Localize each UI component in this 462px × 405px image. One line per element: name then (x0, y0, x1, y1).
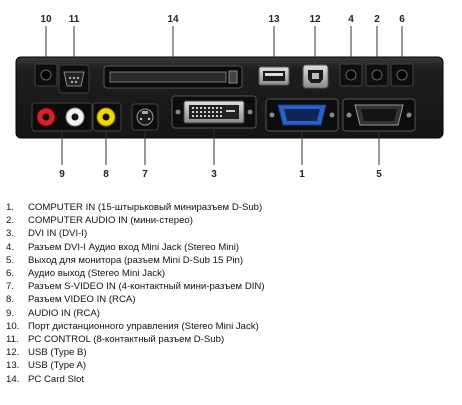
legend-text: USB (Type A) (28, 360, 87, 372)
callout-8: 8 (103, 169, 109, 180)
legend-number: 6. (6, 268, 15, 280)
legend-item: 9. AUDIO IN (RCA) (6, 307, 265, 320)
callout-3: 3 (211, 169, 217, 180)
usb-type-b-port (302, 64, 329, 89)
legend-number: 8. (6, 294, 15, 306)
callout-4: 4 (348, 14, 354, 25)
legend-text: Аудио выход (Stereo Mini Jack) (28, 268, 166, 280)
dvi-in-port (171, 95, 257, 129)
callout-10: 10 (40, 14, 52, 25)
legend-number: 3. (6, 228, 15, 240)
legend-number: 2. (6, 215, 15, 227)
callout-2: 2 (374, 14, 380, 25)
callout-lines (45, 26, 403, 165)
legend-item: 7. Разъем S-VIDEO IN (4-контактный мини-р… (6, 280, 265, 293)
legend-item: 11. PC CONTROL (8-контактный разъем D-Sub… (6, 333, 265, 346)
legend-text: PC CONTROL (8-контактный разъем D-Sub) (28, 334, 225, 346)
legend-number: 11. (6, 334, 19, 346)
legend-number: 9. (6, 307, 15, 319)
legend-item: 10. Порт дистанционного управления (Stere… (6, 320, 265, 333)
callout-5: 5 (376, 169, 382, 180)
legend-number: 14. (6, 373, 20, 385)
remote-jack-port (34, 63, 58, 87)
legend-number: 5. (6, 254, 15, 266)
legend-number: 12. (6, 347, 20, 359)
legend-text: AUDIO IN (RCA) (28, 307, 100, 319)
pc-control-port (58, 64, 90, 94)
callout-9: 9 (59, 169, 65, 180)
legend-item: 3. DVI IN (DVI-I) (6, 227, 265, 240)
legend-number: 10. (6, 320, 20, 332)
computer-audio-jack-port (365, 63, 389, 87)
dvi-audio-jack-port (339, 63, 363, 87)
callout-11: 11 (69, 14, 80, 25)
legend-item: 1. COMPUTER IN (15-штырьковый миниразъем … (6, 201, 265, 214)
usb-type-a-port (258, 66, 290, 86)
legend-item: 13. USB (Type A) (6, 359, 265, 372)
legend-item: 8. Разъем VIDEO IN (RCA) (6, 293, 265, 306)
legend-number: 13. (6, 360, 20, 372)
legend-item: 4. Разъем DVI-I Аудио вход Mini Jack (Ste… (6, 241, 265, 254)
s-video-port (131, 103, 159, 131)
legend-number: 4. (6, 241, 15, 253)
legend-item: 6. Аудио выход (Stereo Mini Jack) (6, 267, 265, 280)
callout-6: 6 (399, 14, 405, 25)
rca-audio-in-ports (31, 102, 93, 132)
audio-out-jack-port (390, 63, 414, 87)
monitor-out-vga-port (342, 98, 416, 132)
legend-text: PC Card Slot (28, 373, 84, 385)
legend-number: 7. (6, 281, 15, 293)
legend-number: 1. (6, 202, 15, 213)
legend-text: COMPUTER AUDIO IN (мини-стерео) (28, 215, 193, 227)
callout-1: 1 (299, 169, 305, 180)
callout-12: 12 (309, 14, 321, 25)
computer-in-vga-port (265, 98, 339, 132)
rca-video-in-port (92, 102, 122, 132)
legend-text: DVI IN (DVI-I) (28, 228, 88, 240)
legend-text: Разъем S-VIDEO IN (4-контактный мини-раз… (28, 281, 265, 293)
legend-text: Разъем DVI-I Аудио вход Mini Jack (Stere… (28, 241, 240, 253)
legend-text: COMPUTER IN (15-штырьковый миниразъем D-… (28, 202, 263, 213)
legend-item: 5. Выход для монитора (разъем Mini D-Sub … (6, 254, 265, 267)
legend-item: 12. USB (Type B) (6, 346, 265, 359)
connector-panel-diagram: 10 11 14 13 12 4 2 6 9 8 7 3 1 5 (15, 14, 444, 180)
callout-14: 14 (167, 14, 179, 25)
callout-13: 13 (268, 14, 280, 25)
legend-text: USB (Type B) (28, 347, 87, 359)
legend-text: Разъем VIDEO IN (RCA) (28, 294, 136, 306)
legend-item: 2. COMPUTER AUDIO IN (мини-стерео) (6, 214, 265, 227)
callout-7: 7 (142, 169, 148, 180)
legend-text: Выход для монитора (разъем Mini D-Sub 15… (28, 254, 244, 266)
port-legend-list: 1. COMPUTER IN (15-штырьковый миниразъем … (6, 201, 265, 386)
legend-text: Порт дистанционного управления (Stereo M… (28, 320, 259, 332)
legend-item: 14. PC Card Slot (6, 373, 265, 386)
pc-card-slot (103, 65, 243, 89)
